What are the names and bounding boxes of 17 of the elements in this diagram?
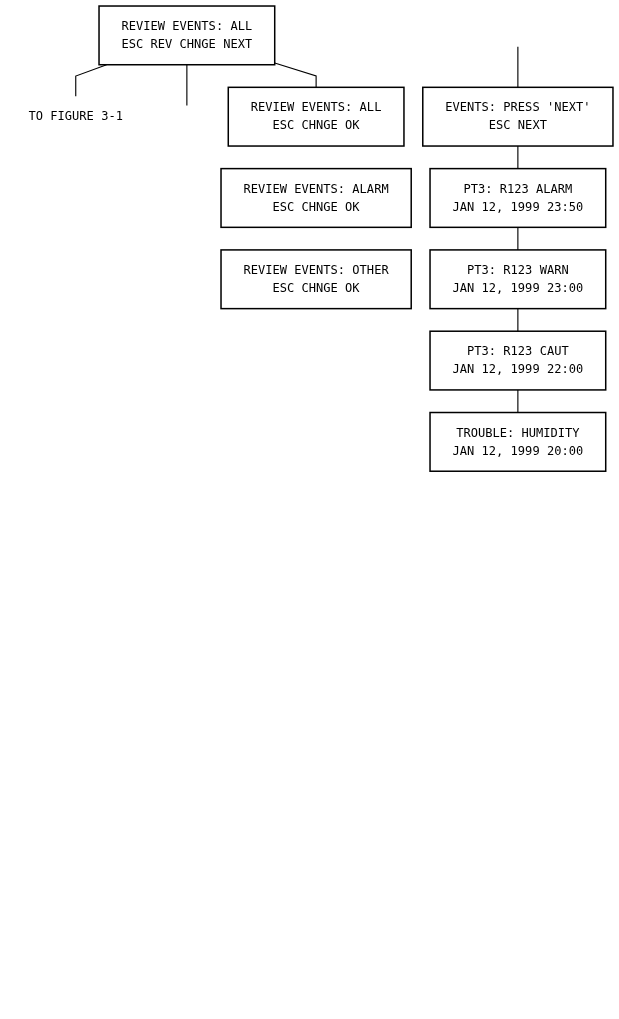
node-box: REVIEW EVENTS: ALL ESC CHNGE OK [227, 86, 405, 147]
node-box: PT3: R123 ALARM JAN 12, 1999 23:50 [429, 167, 607, 229]
connector [517, 308, 519, 332]
node-box: REVIEW EVENTS: OTHER ESC CHNGE OK [220, 249, 412, 310]
connector [186, 64, 188, 106]
node-text: TO FIGURE 3-1 [28, 109, 123, 124]
connector [517, 226, 519, 251]
node-box: EVENTS: PRESS 'NEXT' ESC NEXT [422, 86, 614, 147]
node-box: REVIEW EVENTS: ALL ESC REV CHNGE NEXT [98, 5, 276, 66]
node-box: REVIEW EVENTS: ALARM ESC CHNGE OK [220, 167, 412, 229]
node-box: PT3: R123 CAUT JAN 12, 1999 22:00 [429, 330, 607, 391]
node-box: PT3: R123 WARN JAN 12, 1999 23:00 [429, 249, 607, 310]
connector [517, 145, 519, 170]
connector [517, 46, 519, 88]
connector [274, 62, 317, 88]
connector [517, 389, 519, 414]
node-box: TROUBLE: HUMIDITY JAN 12, 1999 20:00 [429, 411, 607, 472]
